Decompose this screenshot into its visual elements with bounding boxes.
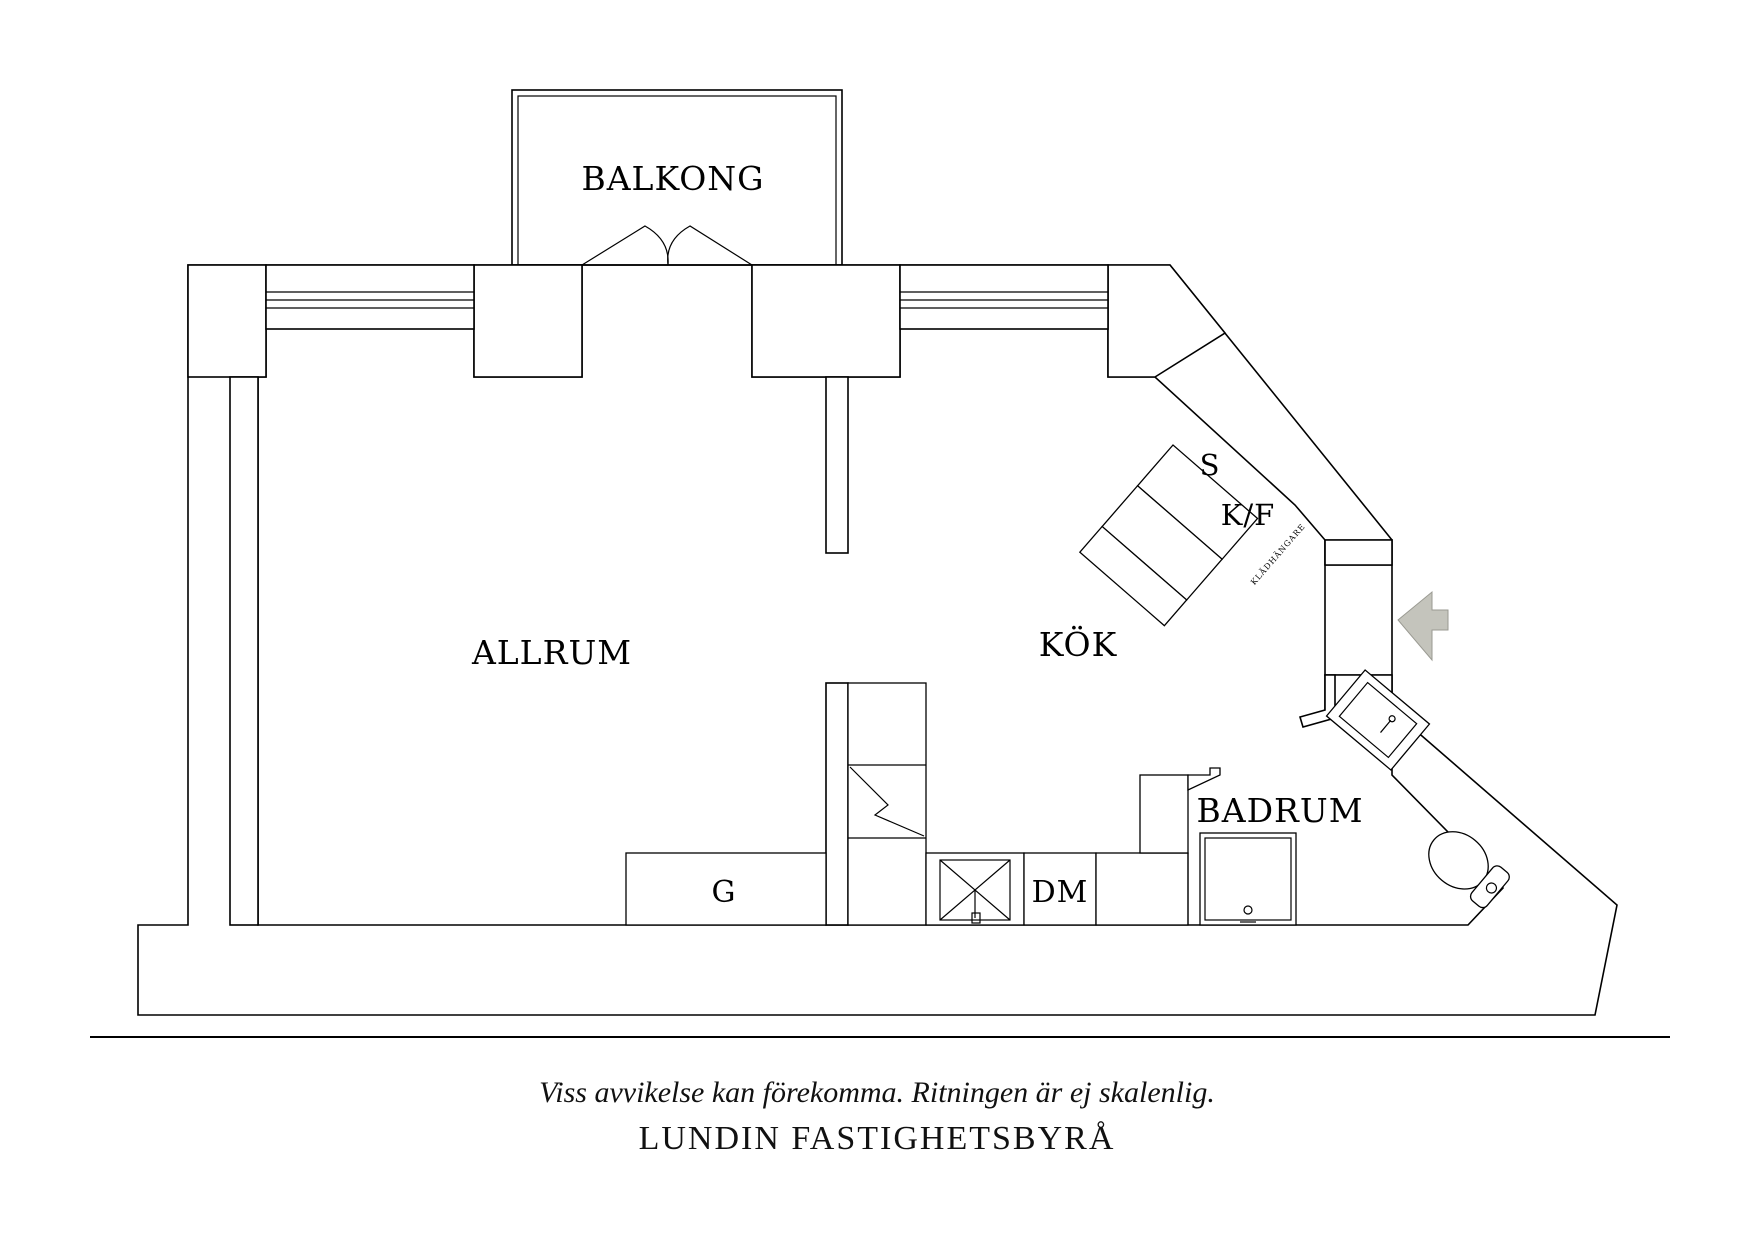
window-right bbox=[899, 264, 1109, 330]
left-wall bbox=[229, 376, 259, 926]
sink-icon bbox=[1325, 669, 1431, 771]
toilet-icon bbox=[1428, 831, 1510, 909]
toilet bbox=[1428, 831, 1510, 909]
stove-label: S bbox=[1200, 448, 1221, 482]
wall-piers bbox=[187, 264, 1393, 711]
kitchen-counter bbox=[847, 682, 1221, 926]
balcony-door bbox=[581, 225, 753, 266]
bathroom-walls bbox=[1187, 674, 1336, 925]
double-door-icon bbox=[581, 225, 753, 266]
sink-icon bbox=[939, 859, 1011, 924]
disclaimer-text: Viss avvikelse kan förekomma. Ritningen … bbox=[539, 1076, 1215, 1109]
window-left bbox=[265, 264, 475, 330]
shower bbox=[1199, 832, 1297, 926]
partition-lower bbox=[825, 682, 849, 926]
wardrobe-g bbox=[625, 852, 827, 926]
kitchen-sink bbox=[939, 859, 1011, 924]
fridge-freezer-label: K/F bbox=[1221, 498, 1276, 532]
wardrobe-g-label: G bbox=[712, 875, 737, 910]
shower-icon bbox=[1199, 832, 1297, 926]
company-name: LUNDIN FASTIGHETSBYRÅ bbox=[638, 1120, 1116, 1157]
partition-upper bbox=[825, 376, 849, 554]
balcony-label: BALKONG bbox=[581, 159, 764, 198]
entrance-arrow bbox=[1397, 590, 1449, 662]
bathroom-label: BADRUM bbox=[1197, 791, 1364, 830]
dishwasher-label: DM bbox=[1032, 875, 1089, 910]
bathroom-sink bbox=[1325, 669, 1431, 771]
kitchen-label: KÖK bbox=[1039, 624, 1118, 664]
living-room-label: ALLRUM bbox=[471, 633, 632, 672]
entrance-arrow-icon bbox=[1397, 590, 1449, 662]
appliance-unit bbox=[1078, 444, 1259, 627]
